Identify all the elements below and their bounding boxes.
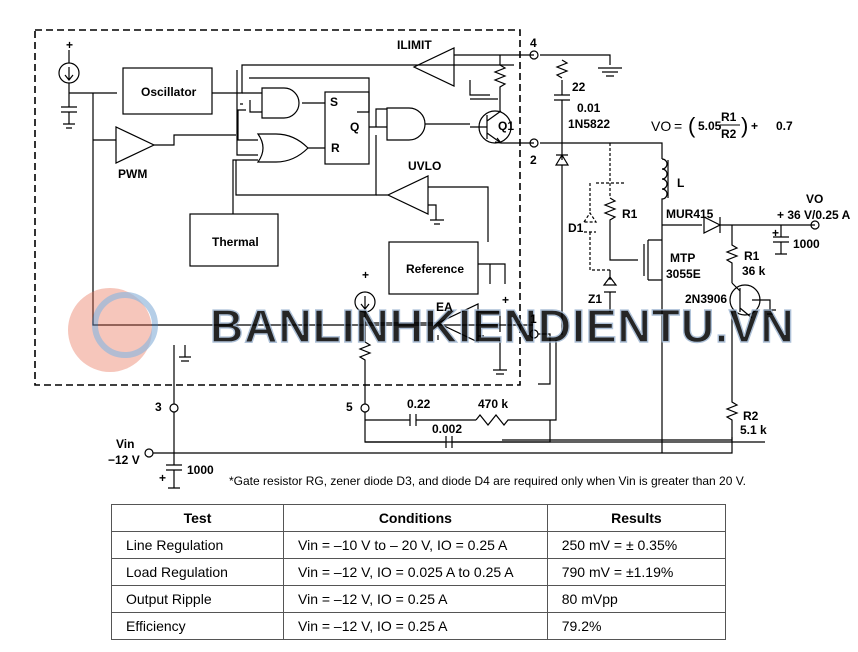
ilimit-label: ILIMIT — [397, 38, 432, 52]
cell-results: 250 mV = ± 0.35% — [546, 531, 727, 559]
cell-test: Output Ripple — [111, 585, 284, 613]
latch-block — [324, 91, 370, 165]
schematic: BANLINHKIENDIENTU.VN Oscillator Thermal … — [34, 29, 851, 489]
cell-test: Efficiency — [111, 612, 284, 640]
pin-4-label: 4 — [530, 36, 537, 50]
thermal-label: Thermal — [212, 235, 259, 249]
vin-value: −12 V — [108, 453, 140, 467]
c1000-out-label: 1000 — [793, 237, 820, 251]
plus-sign-5: + — [159, 471, 166, 485]
cell-test: Load Regulation — [111, 558, 284, 586]
plus-sign-1: + — [66, 38, 73, 52]
q2n3906-label: 2N3906 — [685, 292, 727, 306]
q1-label: Q1 — [498, 119, 514, 133]
c0002-label: 0.002 — [432, 422, 462, 436]
watermark-text: BANLINHKIENDIENTU.VN — [210, 300, 795, 352]
pwm-comparator — [115, 126, 156, 164]
pin-3 — [169, 403, 179, 413]
c022-label: 0.22 — [407, 397, 431, 411]
header-results: Results — [546, 504, 727, 532]
r1-left-label: R1 — [622, 207, 638, 221]
formula-eq: = — [674, 118, 682, 134]
cell-conditions: Vin = –12 V, IO = 0.25 A — [283, 612, 548, 640]
r470k-label: 470 k — [478, 397, 508, 411]
formula-num: R1 — [721, 110, 737, 124]
ea-amplifier — [436, 303, 479, 343]
mur415-label: MUR415 — [666, 207, 714, 221]
latch-q-label: Q — [350, 120, 359, 134]
cell-conditions: Vin = –10 V to – 20 V, IO = 0.25 A — [283, 531, 548, 559]
pin-3-label: 3 — [155, 400, 162, 414]
inductor-label: L — [677, 176, 684, 190]
formula-lhs: VO — [651, 118, 671, 134]
ic-boundary — [34, 29, 521, 386]
table-row: Output Ripple Vin = –12 V, IO = 0.25 A 8… — [111, 585, 727, 613]
pin-2-label: 2 — [530, 153, 537, 167]
results-table: Test Conditions Results Line Regulation … — [111, 504, 727, 640]
mtp-label-a: MTP — [670, 251, 695, 265]
thermal-block — [189, 213, 279, 267]
diode1n5822-label: 1N5822 — [568, 117, 610, 131]
r1-out-val: 36 k — [742, 264, 766, 278]
vo-label: VO — [806, 192, 823, 206]
pin-5 — [360, 403, 370, 413]
uvlo-comparator — [386, 175, 429, 215]
z1-label: Z1 — [588, 292, 602, 306]
r2-label: R2 — [743, 409, 759, 423]
reference-label: Reference — [406, 262, 464, 276]
mtp-label-b: 3055E — [666, 267, 701, 281]
header-conditions: Conditions — [283, 504, 548, 532]
latch-s-label: S — [330, 95, 338, 109]
cell-conditions: Vin = –12 V, IO = 0.025 A to 0.25 A — [283, 558, 548, 586]
c1000-in-label: 1000 — [187, 463, 214, 477]
table-row: Line Regulation Vin = –10 V to – 20 V, I… — [111, 531, 727, 559]
formula-den: R2 — [721, 127, 737, 141]
cell-test: Line Regulation — [111, 531, 284, 559]
formula-plus: + — [751, 119, 758, 133]
oscillator-block — [122, 67, 213, 115]
cell-results: 80 mVpp — [546, 585, 727, 613]
pin-4 — [529, 50, 539, 60]
cell-conditions: Vin = –12 V, IO = 0.25 A — [283, 585, 548, 613]
and-gate-2 — [386, 107, 426, 141]
formula-a: 5.05 — [698, 119, 722, 133]
plus-sign-3: + — [502, 293, 509, 307]
cell-results: 790 mV = ±1.19% — [546, 558, 727, 586]
r1-out-label: R1 — [744, 249, 760, 263]
table-row: Load Regulation Vin = –12 V, IO = 0.025 … — [111, 558, 727, 586]
plus-sign-2: + — [362, 268, 369, 282]
pin-1-label: 1 — [530, 312, 537, 326]
vout-spec: + 36 V/0.25 A — [777, 208, 851, 222]
latch-r-label: R — [331, 141, 340, 155]
table-row: Efficiency Vin = –12 V, IO = 0.25 A 79.2… — [111, 612, 727, 640]
and-gate-1 — [261, 87, 300, 119]
ea-label: EA — [436, 300, 453, 314]
r2-val: 5.1 k — [740, 423, 767, 437]
svg-text:(: ( — [688, 113, 696, 138]
watermark-logo — [68, 288, 158, 372]
svg-text:): ) — [741, 113, 748, 138]
vin-terminal — [144, 448, 154, 458]
cell-results: 79.2% — [546, 612, 727, 640]
pin-5-label: 5 — [346, 400, 353, 414]
table-header-row: Test Conditions Results — [111, 504, 727, 532]
or-gate — [256, 133, 309, 163]
cap001-label: 0.01 — [577, 101, 601, 115]
oscillator-label: Oscillator — [141, 85, 197, 99]
ilimit-comparator — [412, 47, 455, 87]
plus-sign-4: + — [772, 226, 779, 240]
pwm-label: PWM — [118, 167, 147, 181]
d1-label: D1 — [568, 221, 584, 235]
footnote: *Gate resistor RG, zener diode D3, and d… — [229, 474, 746, 488]
pin-2 — [529, 138, 539, 148]
r22-label: 22 — [572, 80, 586, 94]
formula-b: 0.7 — [776, 119, 793, 133]
vin-label: Vin — [116, 437, 134, 451]
header-test: Test — [111, 504, 284, 532]
reference-block — [388, 241, 479, 295]
uvlo-label: UVLO — [408, 159, 441, 173]
vo-formula: VO = ( 5.05 R1 R2 ) + 0.7 — [651, 110, 793, 141]
